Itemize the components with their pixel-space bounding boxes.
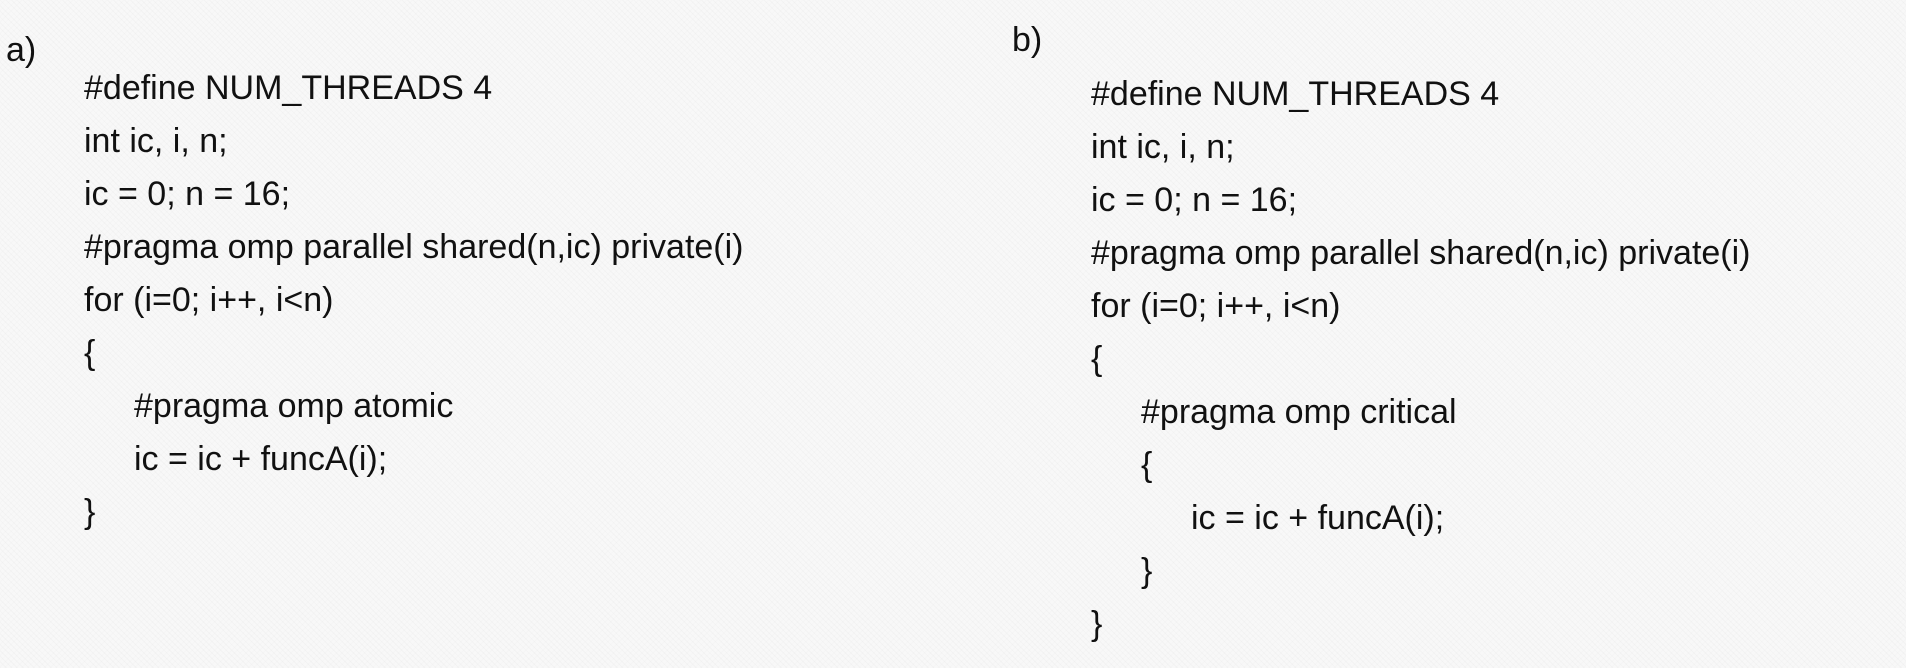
code-line: #pragma omp atomic <box>134 387 454 425</box>
code-line: { <box>1091 340 1103 378</box>
code-line: ic = 0; n = 16; <box>1091 181 1298 219</box>
code-line: ic = ic + funcA(i); <box>1191 499 1445 537</box>
code-line: #define NUM_THREADS 4 <box>1091 75 1500 113</box>
panel-b-label: b) <box>1012 21 1043 59</box>
code-line: { <box>1141 446 1153 484</box>
code-line: #define NUM_THREADS 4 <box>84 69 493 107</box>
code-line: } <box>1091 605 1103 643</box>
panel-b-code-block: #define NUM_THREADS 4 int ic, i, n; ic =… <box>1091 74 1751 643</box>
code-line: int ic, i, n; <box>84 122 228 160</box>
code-line: } <box>1141 552 1153 590</box>
code-line: for (i=0; i++, i<n) <box>1091 287 1341 325</box>
code-line: for (i=0; i++, i<n) <box>84 281 334 319</box>
panel-a-code-block: #define NUM_THREADS 4 int ic, i, n; ic =… <box>84 68 744 531</box>
code-line: ic = ic + funcA(i); <box>134 440 388 478</box>
code-line: } <box>84 493 96 531</box>
panel-a-label: a) <box>6 31 37 69</box>
code-line: #pragma omp parallel shared(n,ic) privat… <box>1091 234 1751 272</box>
code-line: #pragma omp critical <box>1141 393 1457 431</box>
code-line: #pragma omp parallel shared(n,ic) privat… <box>84 228 744 266</box>
code-line: int ic, i, n; <box>1091 128 1235 166</box>
code-line: { <box>84 334 96 372</box>
code-line: ic = 0; n = 16; <box>84 175 291 213</box>
